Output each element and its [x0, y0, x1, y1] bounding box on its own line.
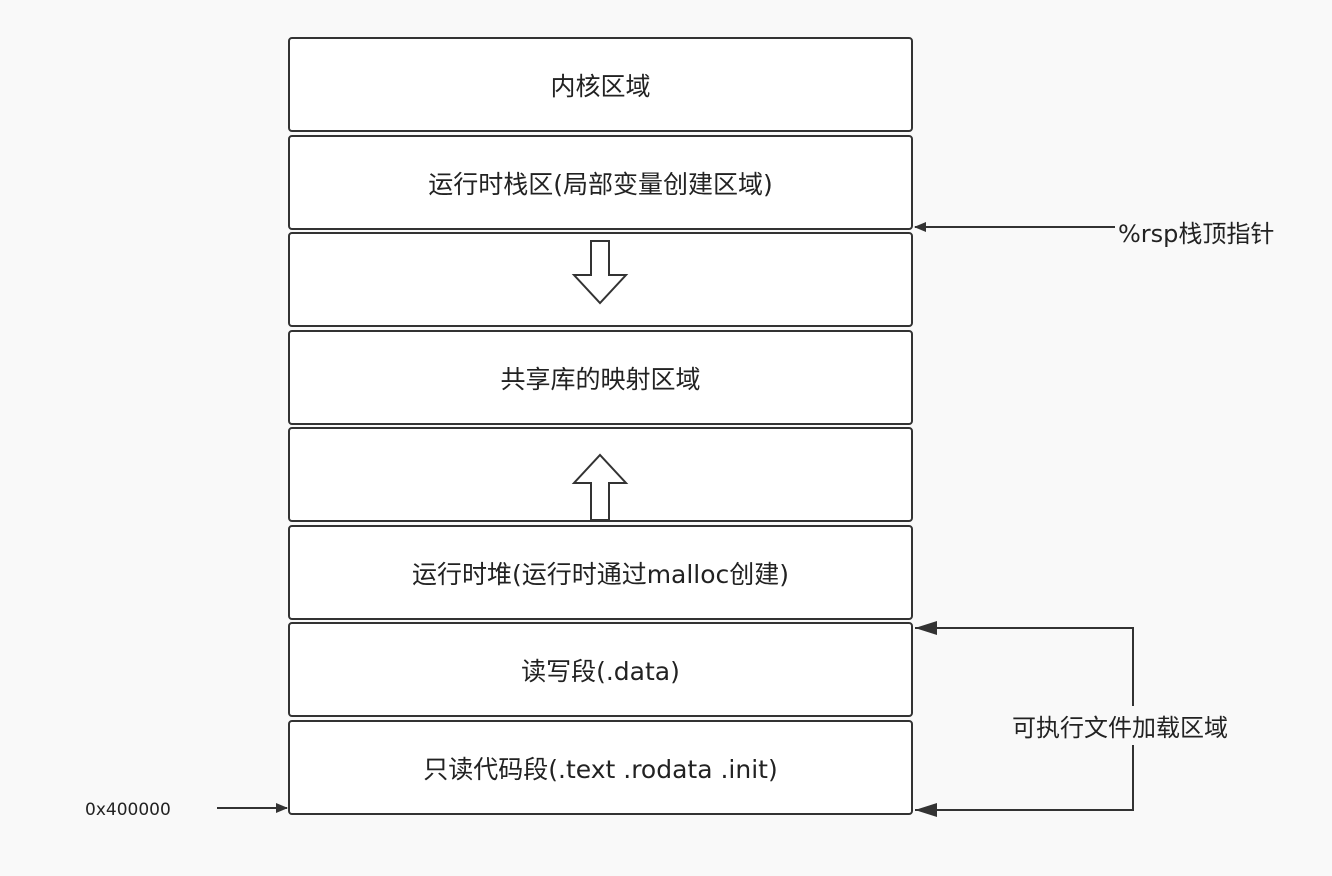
region-runtime-heap: 运行时堆(运行时通过malloc创建)	[288, 525, 913, 620]
executable-region-bottom-arrowhead	[915, 803, 937, 817]
region-readonly-code-segment-label: 只读代码段(.text .rodata .init)	[423, 754, 778, 784]
region-shared-libraries-label: 共享库的映射区域	[500, 364, 701, 394]
region-data-segment-label: 读写段(.data)	[521, 656, 680, 686]
region-shared-libraries: 共享库的映射区域	[288, 330, 913, 425]
executable-region-label: 可执行文件加载区域	[1012, 706, 1228, 745]
down-arrow-icon	[571, 240, 629, 305]
region-runtime-stack-label: 运行时栈区(局部变量创建区域)	[428, 169, 773, 199]
executable-region-top-arrowhead	[915, 621, 937, 635]
region-kernel-label: 内核区域	[550, 71, 651, 101]
region-readonly-code-segment: 只读代码段(.text .rodata .init)	[288, 720, 913, 815]
up-arrow-icon	[571, 453, 629, 521]
start-address-label: 0x400000	[85, 800, 171, 820]
region-data-segment: 读写段(.data)	[288, 622, 913, 717]
region-runtime-heap-label: 运行时堆(运行时通过malloc创建)	[411, 559, 790, 589]
stack-pointer-label: %rsp栈顶指针	[1118, 220, 1275, 248]
region-kernel: 内核区域	[288, 37, 913, 132]
region-runtime-stack: 运行时栈区(局部变量创建区域)	[288, 135, 913, 230]
